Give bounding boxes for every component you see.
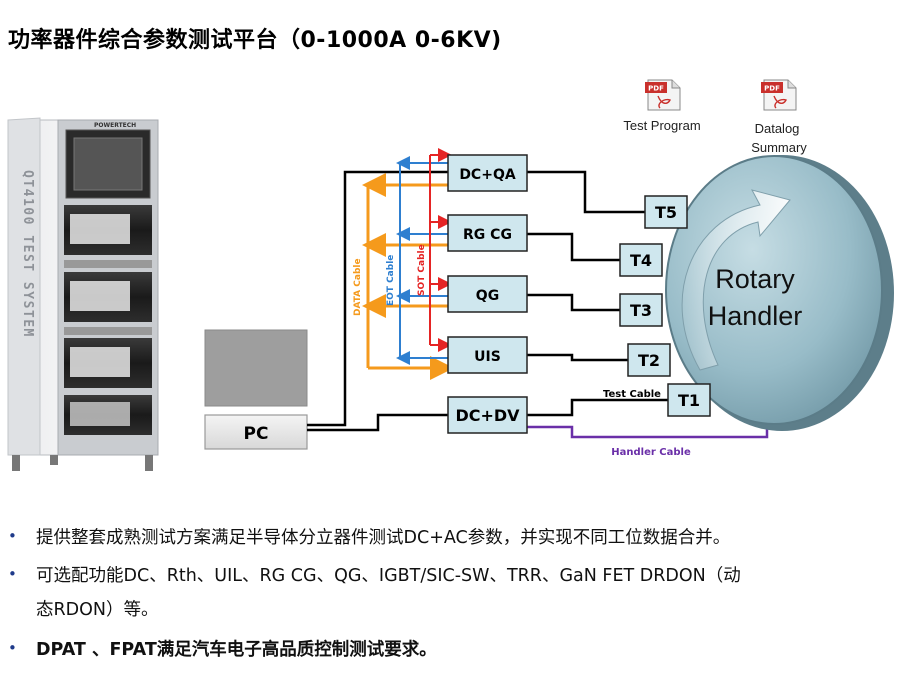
pdf-file-icon: PDF: [645, 79, 681, 111]
test-platform-diagram: POWERTECH QT4100 TEST SYSTEM PC: [7, 79, 894, 471]
station-box: T2: [627, 343, 671, 377]
module-label: QG: [476, 288, 499, 304]
rotary-handler: Rotary Handler: [665, 155, 894, 431]
sot-cable-label: SOT Cable: [417, 244, 427, 296]
datalog-label-line1: Datalog: [755, 121, 800, 136]
station-label: T3: [630, 301, 652, 320]
station-label: T2: [638, 351, 660, 370]
module-label: UIS: [474, 349, 501, 365]
handler-cable-line: [527, 425, 769, 439]
pc-monitor-box: [204, 329, 308, 407]
pdf-file-icon: PDF: [761, 79, 797, 111]
station-box: T4: [619, 243, 663, 277]
test-program-doc: PDF Test Program: [623, 79, 701, 133]
eot-cable-label: EOT Cable: [386, 255, 396, 306]
pc-box: PC: [204, 414, 308, 450]
station-label: T5: [655, 203, 677, 222]
handler-cable-label: Handler Cable: [611, 447, 691, 458]
eot-cable-lines: [396, 156, 448, 365]
rack-brand: POWERTECH: [94, 122, 136, 129]
station-label: T1: [678, 391, 700, 410]
station-box: T5: [644, 195, 688, 229]
data-cable-label: DATA Cable: [353, 258, 363, 316]
module-box: UIS: [447, 336, 528, 374]
handler-label-line2: Handler: [708, 301, 803, 331]
test-rack: POWERTECH QT4100 TEST SYSTEM: [7, 117, 159, 471]
module-box: DC+DV: [447, 396, 528, 434]
pdf-badge: PDF: [648, 85, 664, 93]
rack-side-text: QT4100 TEST SYSTEM: [20, 170, 35, 338]
pc-label: PC: [244, 424, 269, 444]
test-program-label: Test Program: [623, 118, 700, 133]
module-label: DC+QA: [459, 167, 516, 183]
module-box: QG: [447, 275, 528, 313]
station-label: T4: [630, 251, 652, 270]
data-cable-lines: [362, 173, 454, 380]
sot-cable-lines: [429, 148, 452, 352]
station-box: T1: [667, 383, 711, 417]
station-box: T3: [619, 293, 663, 327]
pdf-badge: PDF: [764, 85, 780, 93]
bullet-dot-icon: •: [8, 527, 17, 545]
module-label: DC+DV: [455, 406, 520, 425]
bullet-dot-icon: •: [8, 639, 17, 657]
rotation-arrow-icon: [681, 189, 791, 371]
module-box: DC+QA: [447, 154, 528, 192]
module-label: RG CG: [463, 227, 512, 243]
test-cable-label: Test Cable: [603, 389, 661, 400]
handler-label-line1: Rotary: [715, 264, 795, 294]
datalog-summary-doc: PDF Datalog Summary: [751, 79, 807, 155]
bullet-dot-icon: •: [8, 565, 17, 583]
module-box: RG CG: [447, 214, 528, 252]
page-title: 功率器件综合参数测试平台（0-1000A 0-6KV): [8, 28, 502, 53]
datalog-label-line2: Summary: [751, 140, 807, 155]
black-wiring: [307, 170, 668, 432]
